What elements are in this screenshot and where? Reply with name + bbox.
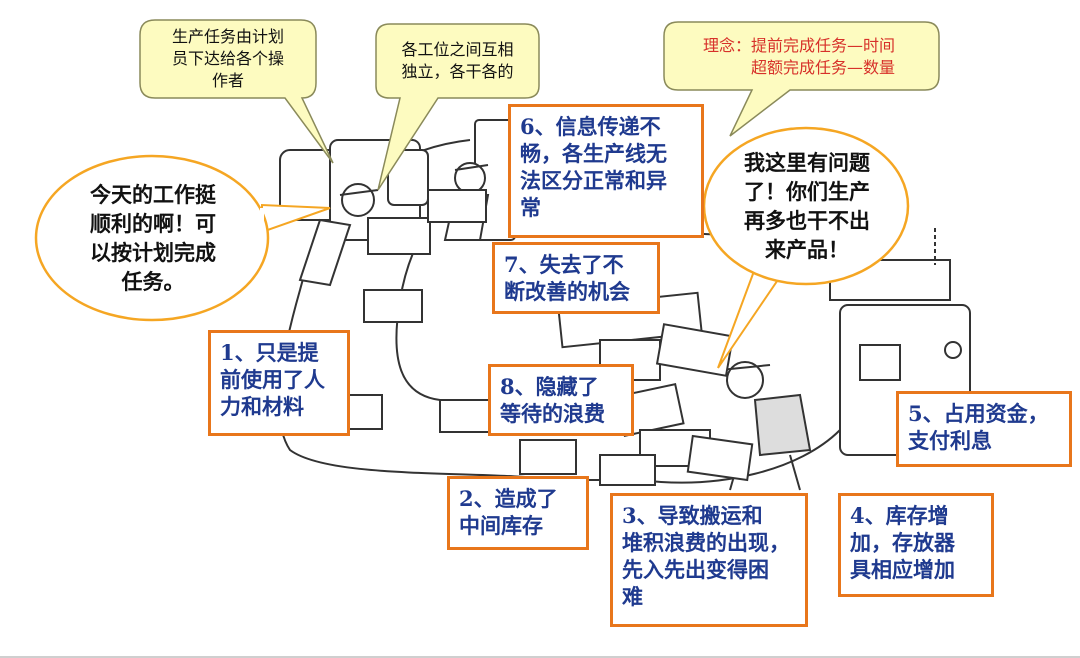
- callout-planner-shape: [139, 19, 334, 164]
- waste-box-8: 8、隐藏了 等待的浪费: [488, 364, 634, 436]
- waste-box-5: 5、占用资金， 支付利息: [896, 391, 1072, 467]
- callout-independent: 各工位之间互相 独立，各干各的: [401, 40, 514, 81]
- callout-independent-shape: [375, 23, 540, 191]
- speech-oval-left-shape: [34, 154, 331, 322]
- waste-box-1: 1、只是提 前使用了人 力和材料: [208, 330, 350, 436]
- waste-box-6: 6、信息传递不 畅，各生产线无 法区分正常和异 常: [508, 104, 704, 238]
- callout-concept: 理念：提前完成任务—时间 超额完成任务—数量: [702, 36, 895, 77]
- speech-worker-right: 我这里有问题 了！你们生产 再多也干不出 来产品！: [744, 150, 870, 262]
- waste-box-2: 2、造成了 中间库存: [447, 476, 589, 550]
- speech-worker-left: 今天的工作挺 顺利的啊！可 以按计划完成 任务。: [90, 182, 216, 294]
- work-in-process-boxes: [347, 189, 754, 486]
- callout-concept-shape: [663, 21, 940, 137]
- speech-oval-right-shape: [702, 126, 910, 369]
- waste-box-4: 4、库存增 加，存放器 具相应增加: [838, 493, 994, 597]
- callout-planner: 生产任务由计划 员下达给各个操 作者: [171, 27, 284, 90]
- machine-left: [279, 139, 429, 241]
- worker-left-figure: [298, 183, 379, 287]
- waste-box-7: 7、失去了不 断改善的机会: [492, 242, 660, 314]
- waste-box-3: 3、导致搬运和 堆积浪费的出现， 先入先出变得困 难: [610, 493, 808, 627]
